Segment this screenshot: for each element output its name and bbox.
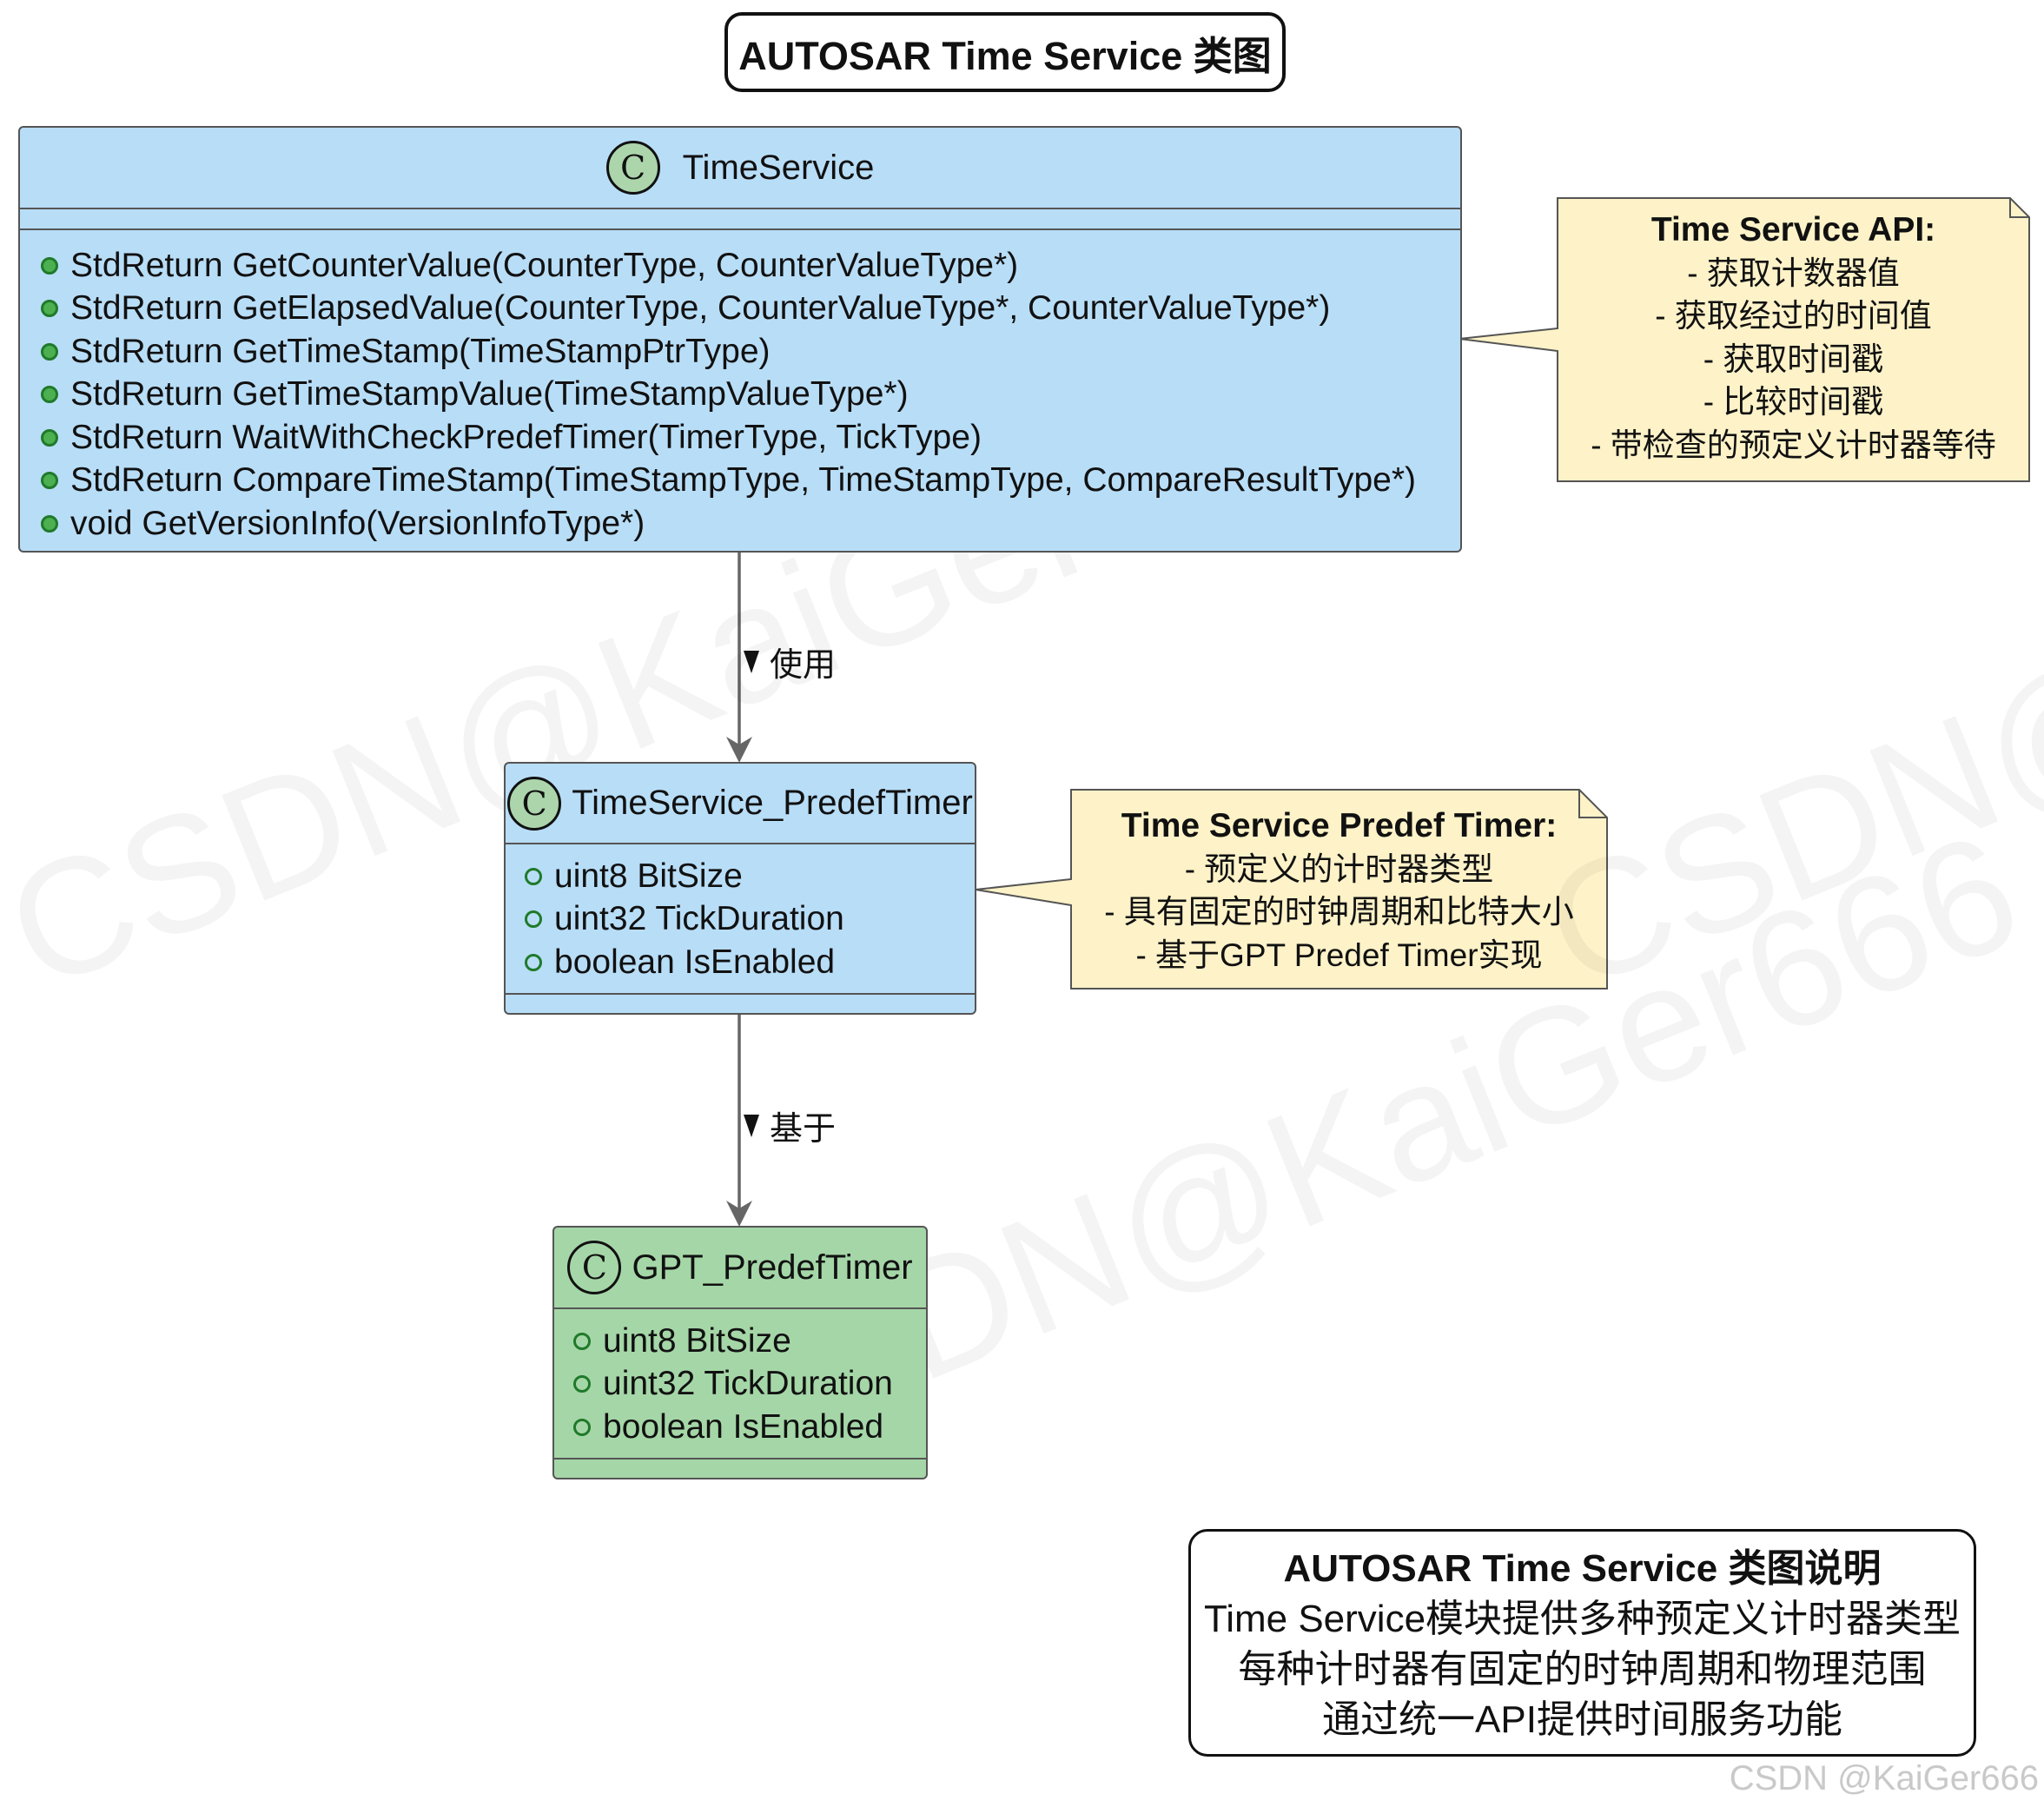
public-method-icon <box>41 386 58 404</box>
public-field-icon <box>573 1332 591 1350</box>
legend-box: AUTOSAR Time Service 类图说明 Time Service模块… <box>1188 1529 1976 1757</box>
class-name: TimeService <box>682 148 875 187</box>
api-note-fold <box>2009 198 2029 218</box>
note-line: - 预定义的计时器类型 <box>1184 851 1494 887</box>
relation-text: 基于 <box>770 1111 837 1148</box>
public-method-icon <box>41 342 58 361</box>
field-item: uint8 BitSize <box>525 855 975 898</box>
uses-arrowhead <box>726 737 752 763</box>
note-api: Time Service API: - 获取计数器值 - 获取经过的时间值 - … <box>1558 208 2029 467</box>
note-line: - 带检查的预定义计时器等待 <box>1591 427 1996 463</box>
field-item: uint8 BitSize <box>573 1320 926 1363</box>
relation-text: 使用 <box>770 647 837 684</box>
field-item: boolean IsEnabled <box>573 1406 926 1449</box>
public-field-icon <box>525 867 542 885</box>
api-note-shape <box>1459 197 2030 482</box>
method-item: StdReturn GetCounterValue(CounterType, C… <box>41 244 1460 288</box>
class-stereotype-icon: C <box>507 776 562 831</box>
public-method-icon <box>41 472 58 490</box>
public-field-icon <box>573 1418 591 1436</box>
divider <box>20 228 1460 230</box>
method-item: StdReturn GetElapsedValue(CounterType, C… <box>41 288 1460 331</box>
note-line: - 获取经过的时间值 <box>1655 298 1932 334</box>
method-item: StdReturn GetTimeStampValue(TimeStampVal… <box>41 374 1460 417</box>
note-line: - 基于GPT Predef Timer实现 <box>1135 937 1543 973</box>
relation-label-based-on: 基于 <box>744 1102 836 1149</box>
field-list: uint8 BitSize uint32 TickDuration boolea… <box>506 844 975 984</box>
public-method-icon <box>41 256 58 275</box>
public-method-icon <box>41 300 58 318</box>
method-item: StdReturn CompareTimeStamp(TimeStampType… <box>41 460 1460 503</box>
field-signature: uint32 TickDuration <box>603 1365 893 1403</box>
field-signature: boolean IsEnabled <box>554 943 836 981</box>
method-item: StdReturn GetTimeStamp(TimeStampPtrType) <box>41 330 1460 374</box>
note-line: - 获取时间戳 <box>1703 341 1884 377</box>
legend-line: 每种计时器有固定的时钟周期和物理范围 <box>1238 1648 1927 1691</box>
divider <box>554 1307 926 1309</box>
divider <box>506 992 975 995</box>
divider <box>554 1457 926 1460</box>
field-signature: uint32 TickDuration <box>554 900 844 938</box>
public-field-icon <box>573 1375 591 1393</box>
note-title: Time Service API: <box>1650 211 1936 248</box>
class-name: GPT_PredefTimer <box>632 1248 913 1287</box>
field-signature: uint8 BitSize <box>554 857 743 895</box>
note-line: - 具有固定的时钟周期和比特大小 <box>1104 894 1574 930</box>
field-signature: uint8 BitSize <box>603 1321 791 1360</box>
predef-note-shape <box>975 789 1608 990</box>
field-signature: boolean IsEnabled <box>603 1407 884 1446</box>
field-item: boolean IsEnabled <box>525 941 975 984</box>
method-signature: StdReturn GetCounterValue(CounterType, C… <box>70 246 1019 284</box>
diagram-title: AUTOSAR Time Service 类图 <box>724 12 1286 92</box>
watermark-credit: CSDN @KaiGer666 <box>1729 1759 2039 1797</box>
method-signature: StdReturn GetElapsedValue(CounterType, C… <box>70 289 1331 328</box>
class-header: C TimeService <box>20 128 1460 208</box>
public-field-icon <box>525 953 542 971</box>
divider <box>20 208 1460 209</box>
public-method-icon <box>41 428 58 447</box>
field-list: uint8 BitSize uint32 TickDuration boolea… <box>554 1309 926 1449</box>
field-item: uint32 TickDuration <box>573 1363 926 1407</box>
note-line: - 获取计数器值 <box>1687 255 1900 291</box>
divider <box>506 843 975 844</box>
method-item: void GetVersionInfo(VersionInfoType*) <box>41 502 1460 546</box>
class-stereotype-icon: C <box>567 1241 622 1294</box>
predef-note-fold <box>1578 790 1607 818</box>
class-timeservice-predeftimer: C TimeService_PredefTimer uint8 BitSize … <box>504 762 976 1015</box>
legend-line: 通过统一API提供时间服务功能 <box>1322 1698 1842 1741</box>
method-list: StdReturn GetCounterValue(CounterType, C… <box>20 230 1460 546</box>
legend-line: Time Service模块提供多种预定义计时器类型 <box>1203 1598 1961 1640</box>
class-timeservice: C TimeService StdReturn GetCounterValue(… <box>18 126 1462 553</box>
field-item: uint32 TickDuration <box>525 898 975 942</box>
class-name: TimeService_PredefTimer <box>572 784 973 822</box>
relation-label-uses: 使用 <box>744 638 836 685</box>
direction-triangle-icon <box>744 650 759 673</box>
method-signature: StdReturn GetTimeStampValue(TimeStampVal… <box>70 375 909 414</box>
method-item: StdReturn WaitWithCheckPredefTimer(Timer… <box>41 416 1460 460</box>
class-gpt-predeftimer: C GPT_PredefTimer uint8 BitSize uint32 T… <box>552 1226 928 1479</box>
class-header: C GPT_PredefTimer <box>554 1228 926 1307</box>
public-method-icon <box>41 514 58 533</box>
note-title: Time Service Predef Timer: <box>1121 807 1558 844</box>
legend-title: AUTOSAR Time Service 类图说明 <box>1283 1547 1882 1590</box>
direction-triangle-icon <box>744 1114 759 1137</box>
method-signature: StdReturn CompareTimeStamp(TimeStampType… <box>70 461 1417 500</box>
public-field-icon <box>525 910 542 929</box>
class-header: C TimeService_PredefTimer <box>506 764 975 843</box>
method-signature: StdReturn WaitWithCheckPredefTimer(Timer… <box>70 418 982 456</box>
based-on-arrowhead <box>726 1201 752 1227</box>
note-line: - 比较时间戳 <box>1703 384 1884 420</box>
method-signature: StdReturn GetTimeStamp(TimeStampPtrType) <box>70 332 771 370</box>
method-signature: void GetVersionInfo(VersionInfoType*) <box>70 504 645 542</box>
note-predef: Time Service Predef Timer: - 预定义的计时器类型 -… <box>1071 804 1607 976</box>
class-stereotype-icon: C <box>605 141 660 195</box>
